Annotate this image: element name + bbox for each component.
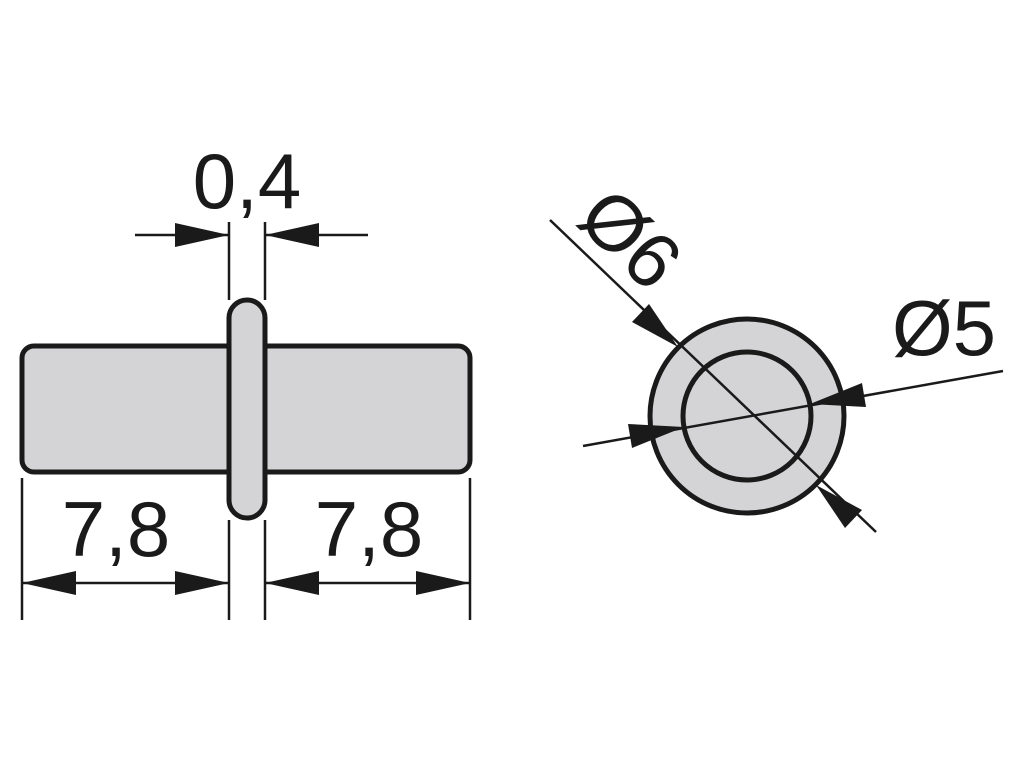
dimension-left-length: 7,8 bbox=[22, 485, 229, 595]
arrowhead bbox=[628, 424, 684, 448]
outer-diameter-label: Ø6 bbox=[563, 171, 699, 307]
side-view: 0,4 7,8 7,8 bbox=[19, 137, 473, 620]
dimension-line bbox=[549, 219, 877, 533]
dimension-right-length: 7,8 bbox=[265, 485, 470, 595]
arrowhead bbox=[632, 304, 678, 347]
arrowhead bbox=[22, 571, 76, 595]
arrowhead bbox=[816, 485, 862, 528]
dimension-ring-width: 0,4 bbox=[135, 137, 368, 247]
arrowhead bbox=[175, 571, 229, 595]
arrowhead bbox=[265, 571, 319, 595]
pin-collar bbox=[226, 297, 268, 521]
arrowhead bbox=[175, 223, 229, 247]
arrowhead bbox=[265, 223, 319, 247]
arrowhead bbox=[810, 383, 866, 407]
end-view: Ø6 Ø5 bbox=[549, 171, 1004, 533]
inner-diameter-label: Ø5 bbox=[892, 284, 996, 372]
arrowhead bbox=[416, 571, 470, 595]
left-length-label: 7,8 bbox=[62, 485, 170, 573]
right-length-label: 7,8 bbox=[315, 485, 423, 573]
ring-width-label: 0,4 bbox=[193, 137, 301, 225]
dimension-inner-diameter: Ø5 bbox=[582, 284, 1004, 448]
